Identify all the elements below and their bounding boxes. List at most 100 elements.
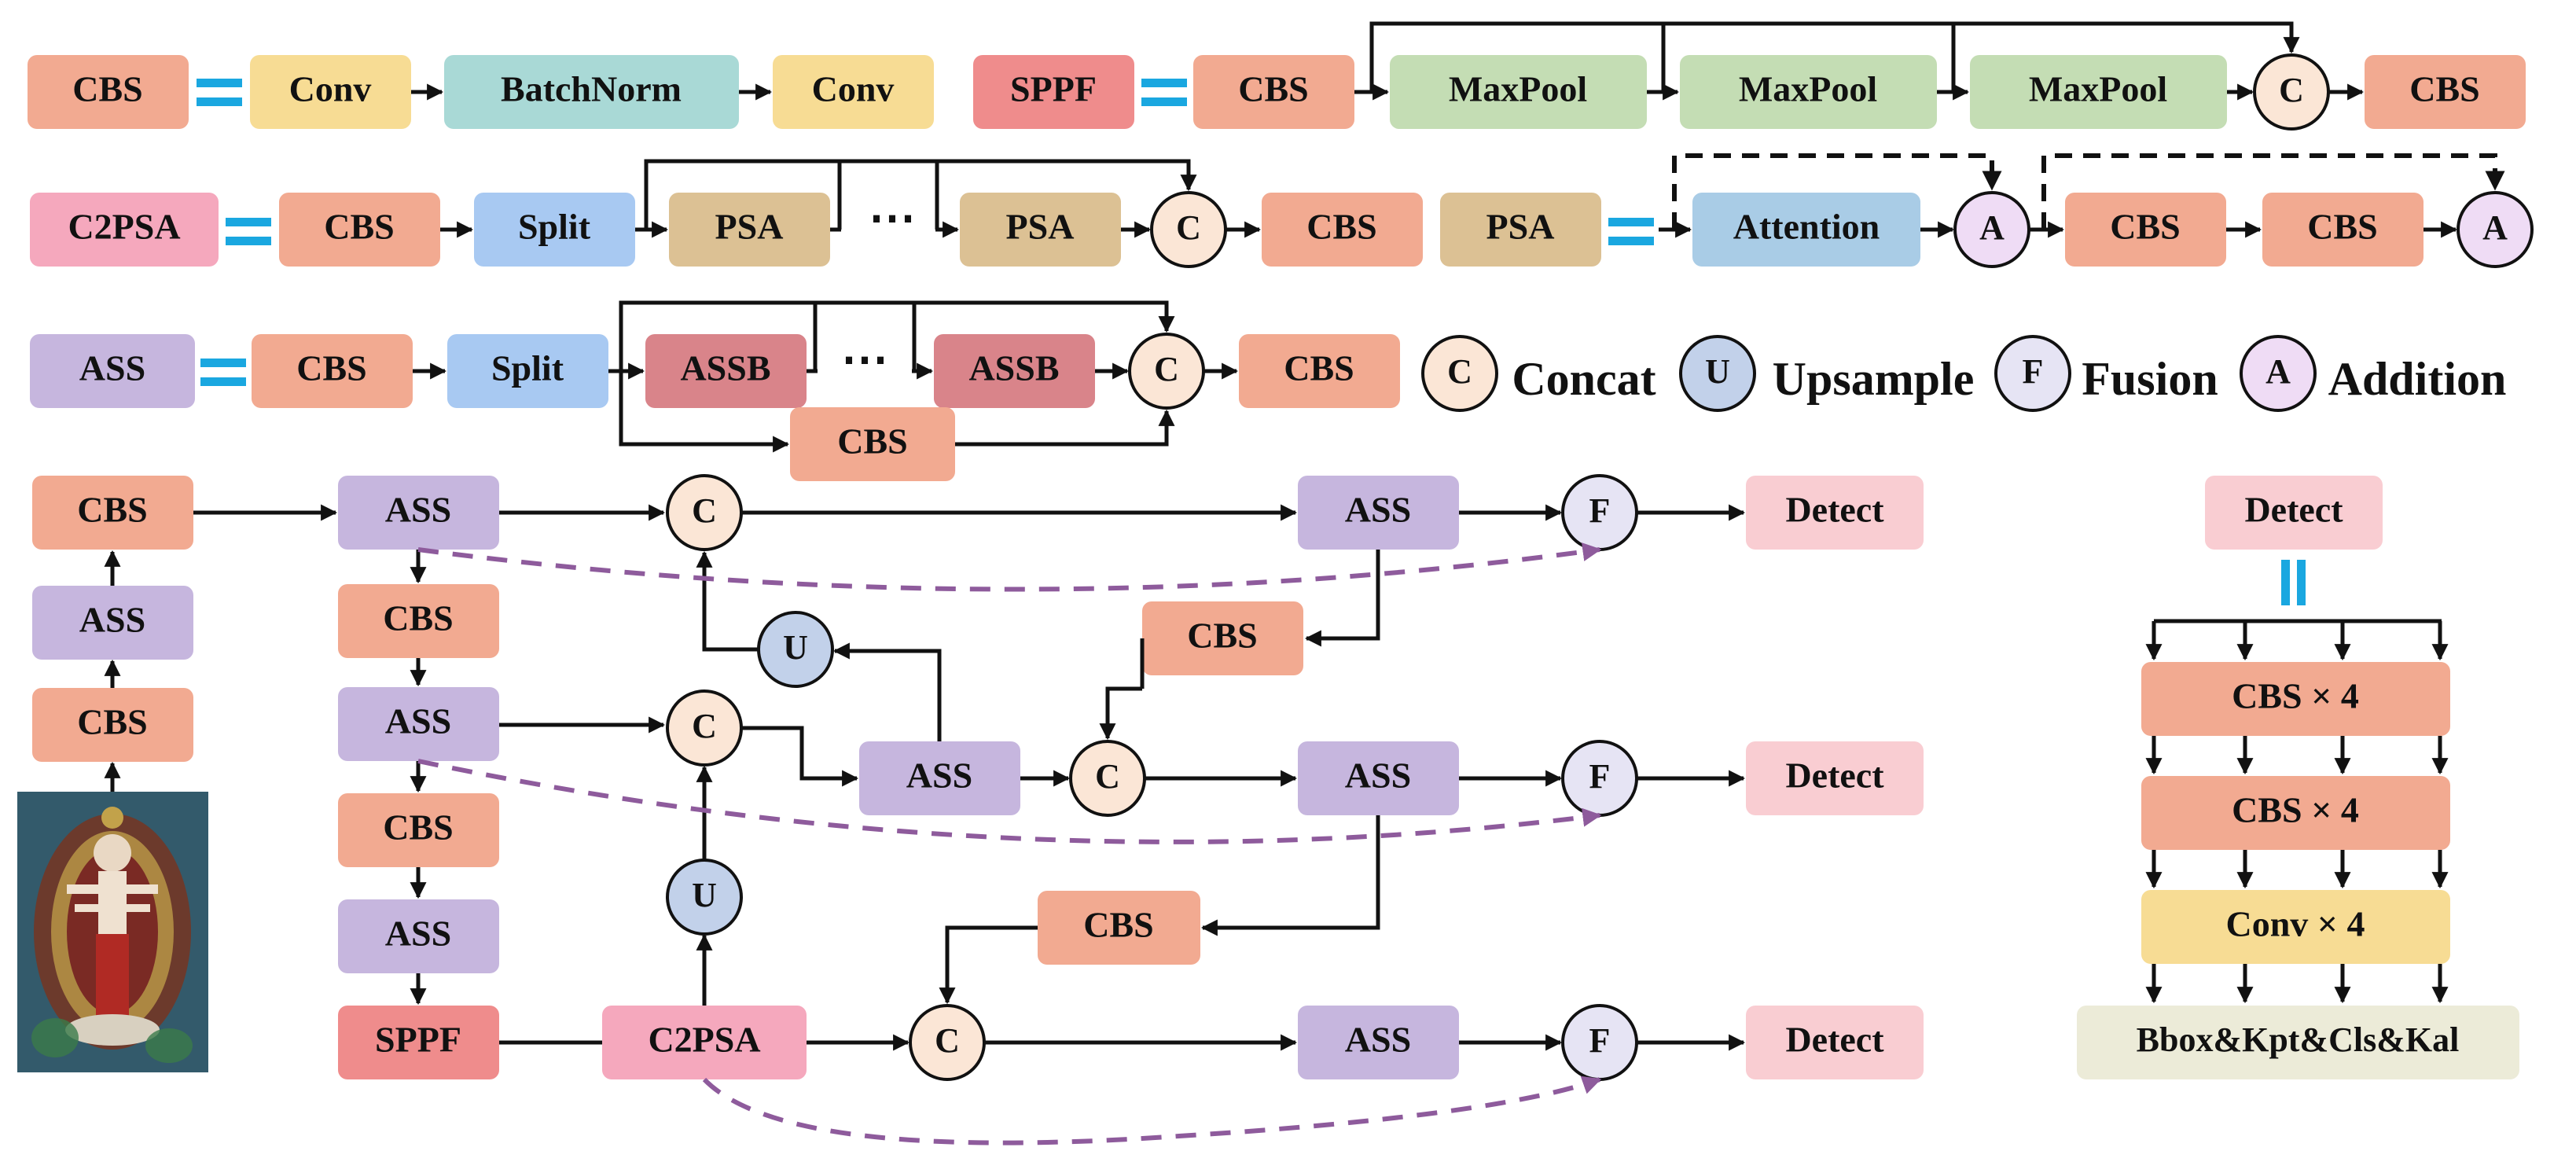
addition-symbol: A	[1979, 208, 2005, 247]
equals-sign	[1608, 237, 1654, 245]
arrow	[1304, 550, 1380, 647]
backbone-ass-box	[338, 476, 499, 550]
attention-label: Attention	[1733, 207, 1880, 247]
addition-legend-icon	[2240, 335, 2317, 412]
backbone-ass-label: ASS	[385, 914, 451, 954]
detect-box	[1746, 1006, 1924, 1079]
concat-legend-symbol: C	[1447, 352, 1472, 391]
psa-box	[669, 193, 830, 267]
arrow	[832, 642, 942, 741]
ellipsis: ⋯	[841, 333, 888, 385]
cbs-box	[252, 334, 413, 408]
backbone-cbs-label: CBS	[383, 807, 453, 848]
cbs-box	[1239, 334, 1400, 408]
psa-def-title: PSA	[1486, 207, 1555, 247]
equals-sign	[226, 237, 271, 245]
fusion-connection	[417, 542, 1602, 592]
head-detect-box	[2205, 476, 2383, 550]
ellipsis: ⋯	[869, 192, 916, 244]
conv-label: Conv	[812, 69, 895, 109]
psa-label: PSA	[1006, 207, 1075, 247]
stem-cbs-box	[32, 688, 193, 762]
backbone-ass-label: ASS	[385, 701, 451, 741]
neck-ass-label: ASS	[906, 756, 972, 796]
maxpool-label: MaxPool	[2029, 69, 2167, 109]
ass-def-title: ASS	[79, 348, 145, 388]
fusion-legend-icon	[1994, 335, 2071, 412]
addition-legend-symbol: A	[2265, 352, 2291, 391]
addition-legend-label: Addition	[2328, 353, 2507, 405]
upsample-legend-symbol: U	[1705, 352, 1730, 391]
cbs-label: CBS	[1238, 69, 1308, 109]
concat-symbol: C	[1154, 350, 1179, 388]
batchnorm-box	[444, 55, 739, 129]
equals-sign	[1141, 79, 1187, 87]
cbs-box	[1193, 55, 1354, 129]
equals-sign	[200, 359, 246, 367]
stem-cbs-box	[32, 476, 193, 550]
fusion-legend-label: Fusion	[2082, 353, 2218, 405]
c2psa-box	[602, 1006, 807, 1079]
split-label: Split	[518, 207, 591, 247]
neck-ass-box	[1298, 741, 1459, 815]
maxpool-box	[1390, 55, 1647, 129]
input-image	[17, 792, 208, 1072]
equals-sign	[197, 97, 242, 106]
stem-cbs-label: CBS	[77, 702, 147, 742]
head-cbs-box	[2141, 776, 2450, 850]
head-output-label: Bbox&Kpt&Cls&Kal	[2137, 1020, 2460, 1059]
cbs-box	[279, 193, 440, 267]
conv-box	[250, 55, 411, 129]
bypass-connection	[619, 371, 790, 453]
fusion-legend-symbol: F	[2023, 352, 2044, 391]
bypass-connection	[955, 409, 1175, 447]
head-conv-box	[2141, 890, 2450, 964]
equals-sign-vertical	[2297, 560, 2306, 605]
neck-cbs-label: CBS	[1083, 905, 1153, 945]
concat-symbol: C	[2279, 71, 2304, 109]
cbs-definition: CBS Conv BatchNorm Conv	[28, 55, 934, 129]
cbs-label: CBS	[2409, 69, 2479, 109]
maxpool-box	[1680, 55, 1937, 129]
head-output-box	[2077, 1006, 2519, 1079]
fusion-symbol: F	[1589, 757, 1611, 796]
detect-label: Detect	[1785, 1020, 1884, 1060]
ass-definition: ASS CBS Split ASSB ⋯ ASSB C CBS CBS	[30, 300, 1400, 481]
cbs-box	[2065, 193, 2226, 267]
upsample-symbol: U	[783, 628, 808, 667]
detect-label: Detect	[1785, 756, 1884, 796]
head-detect-label: Detect	[2244, 490, 2343, 530]
detect-head: Detect CBS × 4 CBS × 4 Conv × 4 Bbox&Kpt…	[2077, 476, 2519, 1079]
ass-def-title-box	[30, 334, 195, 408]
cbs-def-title-box	[28, 55, 189, 129]
psa-definition: PSA Attention A CBS CBS A	[1440, 153, 2534, 268]
addition-symbol: A	[2482, 208, 2508, 247]
skip-connection	[1369, 21, 2300, 92]
head-conv-label: Conv × 4	[2225, 904, 2365, 944]
neck-cbs-box	[1038, 891, 1200, 965]
maxpool-box	[1970, 55, 2227, 129]
psa-def-title-box	[1440, 193, 1601, 267]
upsample-legend-icon	[1679, 335, 1756, 412]
arrow	[741, 726, 859, 787]
head-cbs-box	[2141, 662, 2450, 736]
cbs-label: CBS	[1306, 207, 1376, 247]
addition-node	[2457, 191, 2534, 268]
arrow	[939, 925, 1038, 1005]
batchnorm-label: BatchNorm	[501, 69, 682, 109]
neck-ass-box	[1298, 476, 1459, 550]
neck-ass-label: ASS	[1345, 1020, 1411, 1060]
neck-ass-label: ASS	[1345, 490, 1411, 530]
bypass-cbs-label: CBS	[837, 421, 907, 461]
sppf-def-title-box	[973, 55, 1134, 129]
backbone-sppf-box	[338, 1006, 499, 1079]
stem-ass-label: ASS	[79, 600, 145, 640]
split-box	[447, 334, 608, 408]
skip-connection	[619, 300, 1175, 371]
backbone-ass-box	[338, 899, 499, 973]
residual-connection	[2041, 153, 2505, 230]
main-network: CBS ASS CBS ASS CBS ASS CBS ASS SPPF C2P…	[17, 474, 1924, 1145]
stem-ass-box	[32, 586, 193, 660]
residual-connection	[1672, 153, 2002, 230]
c2psa-definition: C2PSA CBS Split PSA ⋯ PSA C CBS	[30, 159, 1423, 268]
